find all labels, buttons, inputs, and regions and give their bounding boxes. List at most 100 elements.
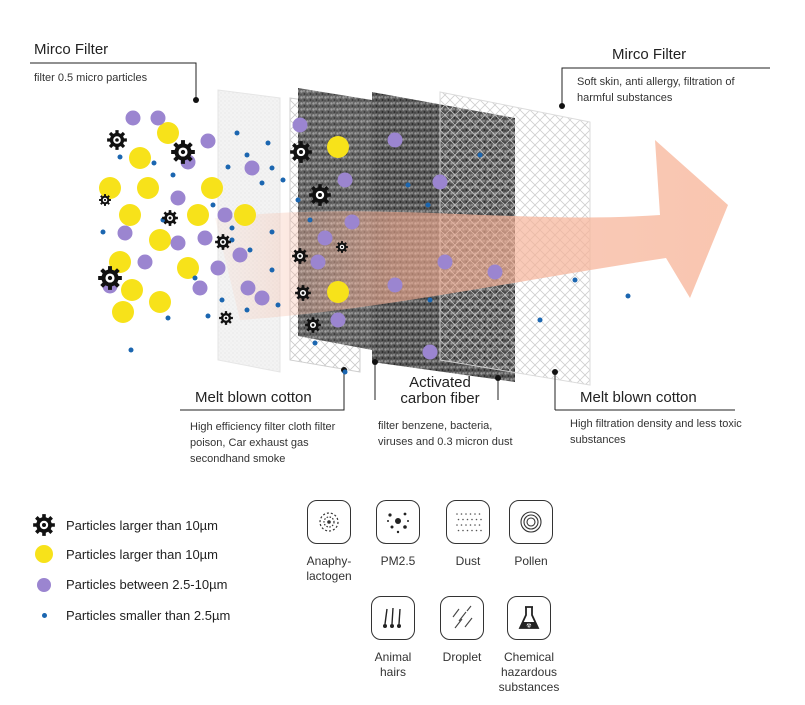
- yellow-particle: [119, 204, 141, 226]
- gear-particle: [107, 130, 127, 150]
- blue-particle: [342, 369, 348, 375]
- blue-particle: [234, 130, 240, 136]
- layer-desc-melt-blown-1: High efficiency filter cloth filter pois…: [190, 421, 336, 465]
- purple-particle: [422, 344, 438, 360]
- blue-particle: [265, 140, 271, 146]
- purple-particle: [292, 117, 308, 133]
- layer-desc-activated-carbon: filter benzene, bacteria, viruses and 0.…: [378, 420, 513, 448]
- purple-particle: [170, 235, 186, 251]
- blue-particle: [295, 197, 301, 203]
- purple-particle: [387, 132, 403, 148]
- purple-particle: [232, 247, 248, 263]
- blue-particle: [128, 347, 134, 353]
- blue-particle: [427, 297, 433, 303]
- blue-particle: [477, 152, 483, 158]
- pollutant-label: Droplet: [442, 650, 482, 664]
- blue-particle: [244, 152, 250, 158]
- blue-particle: [425, 202, 431, 208]
- purple-particle: [337, 172, 353, 188]
- yellow-particle: [112, 301, 134, 323]
- purple-particle: [244, 160, 260, 176]
- yellow-particle: [201, 177, 223, 199]
- droplet-icon: [440, 596, 484, 640]
- pollutant-pollen: Pollen: [499, 500, 563, 569]
- blue-particle: [537, 317, 543, 323]
- blue-particle-icon: [30, 613, 58, 618]
- blue-particle: [170, 172, 176, 178]
- pollutant-chemical: ☢ Chemical hazardous substances: [497, 596, 561, 695]
- purple-particle: [437, 254, 453, 270]
- animal-hairs-icon: [371, 596, 415, 640]
- pollutant-animal-hairs: Animal hairs: [361, 596, 425, 680]
- gear-particle: [215, 234, 231, 250]
- blue-particle: [269, 165, 275, 171]
- yellow-particle: [177, 257, 199, 279]
- purple-particle: [192, 280, 208, 296]
- blue-particle: [225, 164, 231, 170]
- purple-particle: [432, 174, 448, 190]
- pollutant-label: Chemical hazardous substances: [498, 650, 560, 694]
- pollutant-label: PM2.5: [380, 554, 416, 568]
- pollutant-pm25: PM2.5: [366, 500, 430, 569]
- gear-particle: [295, 285, 311, 301]
- anaphylactogen-icon: [307, 500, 351, 544]
- yellow-particle: [149, 229, 171, 251]
- layer-title-activated-carbon: Activated carbon fiber: [400, 374, 480, 407]
- yellow-particle: [234, 204, 256, 226]
- legend-label: Particles larger than 10µm: [66, 517, 219, 533]
- blue-particle: [210, 202, 216, 208]
- blue-particle: [244, 307, 250, 313]
- layer-title-melt-blown-2: Melt blown cotton: [580, 389, 697, 406]
- layer-title-melt-blown-1: Melt blown cotton: [195, 389, 312, 406]
- legend-label: Particles smaller than 2.5µm: [66, 608, 231, 623]
- purple-particle: [330, 312, 346, 328]
- blue-particle: [275, 302, 281, 308]
- legend-item-purple: Particles between 2.5-10µm: [30, 577, 227, 592]
- layer-desc-mirco-filter-left: filter 0.5 micro particles: [34, 72, 148, 84]
- gear-particle: [309, 184, 331, 206]
- purple-particle: [117, 225, 133, 241]
- legend-item-blue: Particles smaller than 2.5µm: [30, 608, 230, 623]
- purple-particle: [200, 133, 216, 149]
- blue-particle: [269, 229, 275, 235]
- blue-particle: [625, 293, 631, 299]
- particles-layer: [98, 110, 631, 375]
- purple-particle: [150, 110, 166, 126]
- black-gear-particle-icon: [30, 513, 58, 537]
- blue-particle: [269, 267, 275, 273]
- gear-particle: [305, 317, 321, 333]
- layer-desc-melt-blown-2: High filtration density and less toxic s…: [570, 418, 742, 446]
- blue-particle: [307, 217, 313, 223]
- blue-particle: [205, 313, 211, 319]
- blue-particle: [100, 229, 106, 235]
- gear-particle: [99, 194, 111, 206]
- yellow-particle: [129, 147, 151, 169]
- yellow-particle: [137, 177, 159, 199]
- yellow-particle: [327, 136, 349, 158]
- purple-particle: [170, 190, 186, 206]
- purple-particle: [137, 254, 153, 270]
- blue-particle: [247, 247, 253, 253]
- purple-particle: [210, 260, 226, 276]
- purple-particle-icon: [30, 577, 58, 592]
- blue-particle: [405, 182, 411, 188]
- yellow-particle-icon: [30, 545, 58, 563]
- legend-label: Particles larger than 10µm: [66, 546, 219, 562]
- dust-icon: [446, 500, 490, 544]
- purple-particle: [217, 207, 233, 223]
- legend-label: Particles between 2.5-10µm: [66, 577, 228, 592]
- blue-particle: [229, 225, 235, 231]
- yellow-particle: [149, 291, 171, 313]
- blue-particle: [165, 315, 171, 321]
- yellow-particle: [109, 251, 131, 273]
- purple-particle: [240, 280, 256, 296]
- gear-particle: [336, 241, 348, 253]
- purple-particle: [317, 230, 333, 246]
- yellow-particle: [121, 279, 143, 301]
- purple-particle: [387, 277, 403, 293]
- purple-particle: [487, 264, 503, 280]
- legend-item-gear: Particles larger than 10µm: [30, 513, 218, 537]
- purple-particle: [344, 214, 360, 230]
- airflow-arrow: [215, 140, 728, 320]
- layer-title-mirco-filter-left: Mirco Filter: [34, 41, 109, 58]
